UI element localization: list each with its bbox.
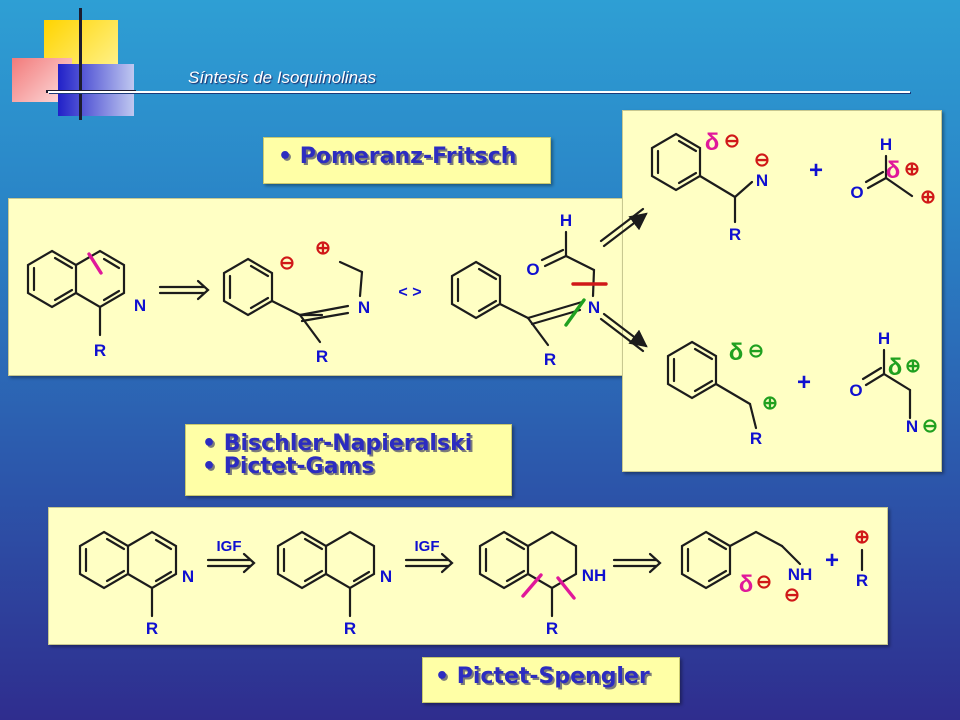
label-pictet-spengler: • Pictet-Spengler — [422, 657, 680, 703]
atom-n-1: N — [134, 296, 146, 315]
fragment-structure-1 — [222, 257, 364, 344]
igf-label-2: IGF — [415, 538, 440, 555]
panel-bischler-reaction — [48, 507, 888, 645]
atom-n-lower: N — [906, 417, 918, 436]
atom-r-upper: R — [729, 225, 741, 244]
atom-r-3: R — [544, 350, 556, 369]
isoquinoline-structure-1 — [26, 249, 126, 337]
minus-row2-a: ⊖ — [756, 572, 772, 593]
atom-r-row2-2: R — [344, 619, 356, 638]
plus-lower-left: ⊕ — [762, 393, 778, 414]
atom-nh-row2-3: NH — [582, 566, 607, 585]
atom-h-upper: H — [880, 135, 892, 154]
atom-o-upper: O — [850, 183, 863, 202]
atom-o-1: O — [526, 260, 539, 279]
atom-h-1: H — [560, 211, 572, 230]
panel-fragments — [622, 110, 942, 472]
minus-n-lower: ⊖ — [922, 416, 938, 437]
plus-sign-row2: + — [825, 547, 839, 574]
delta-row2: δ — [739, 571, 754, 598]
plus-upper-right: ⊕ — [904, 159, 920, 180]
phenethylamine-structure — [680, 530, 802, 590]
panel-pomeranz-reaction — [8, 198, 632, 376]
minus-lower-left: ⊖ — [748, 341, 764, 362]
atom-n-row2-1: N — [182, 567, 194, 586]
delta-upper-right: δ — [886, 157, 901, 184]
atom-nh-row2-4: NH — [788, 565, 813, 584]
atom-r-lower: R — [750, 429, 762, 448]
fragment-lower-right — [861, 348, 912, 420]
title-rule — [48, 91, 910, 93]
plus-lower-right: ⊕ — [905, 356, 921, 377]
label-bischler-pictet: • Bischler-Napieralski • Pictet-Gams — [185, 424, 512, 496]
method-pictet-gams: • Pictet-Gams — [202, 454, 375, 479]
delta-upper-left: δ — [705, 129, 720, 156]
minus-n-upper: ⊖ — [754, 150, 770, 171]
atom-r-row2-1: R — [146, 619, 158, 638]
method-bischler-napieralski: • Bischler-Napieralski — [202, 431, 473, 456]
tetrahydroisoquinoline-structure — [478, 530, 578, 618]
label-pomeranz-fritsch: • Pomeranz-Fritsch — [263, 137, 551, 184]
atom-n-upper: N — [756, 171, 768, 190]
atom-r-2: R — [316, 347, 328, 366]
atom-r-1: R — [94, 341, 106, 360]
atom-r-row2-5: R — [856, 571, 868, 590]
plus-carbon-upper: ⊕ — [920, 187, 936, 208]
minus-row2-nh: ⊖ — [784, 585, 800, 606]
atom-n-2: N — [358, 298, 370, 317]
dihydroisoquinoline-structure — [276, 530, 376, 618]
method-pictet-spengler: • Pictet-Spengler — [435, 664, 650, 689]
slide-title: Síntesis de Isoquinolinas — [188, 68, 377, 87]
igf-label-1: IGF — [217, 538, 242, 555]
fragment-upper-left — [650, 132, 754, 224]
amine-acetal-structure — [450, 230, 596, 347]
delta-lower-right: δ — [888, 354, 903, 381]
plus-sign-lower: + — [797, 369, 811, 396]
atom-r-row2-3: R — [546, 619, 558, 638]
charge-minus-1: ⊖ — [279, 253, 295, 274]
charge-plus-1: ⊕ — [315, 238, 331, 259]
isoquinoline-structure-2 — [78, 530, 178, 618]
atom-n-3: N — [588, 298, 600, 317]
deco-vertical-line — [79, 8, 82, 120]
atom-o-lower: O — [849, 381, 862, 400]
fragment-upper-right — [864, 154, 914, 198]
method-pomeranz-fritsch: • Pomeranz-Fritsch — [278, 144, 517, 169]
plus-sign-upper: + — [809, 157, 823, 184]
resonance-arrow: < > — [398, 284, 421, 301]
atom-n-row2-2: N — [380, 567, 392, 586]
atom-h-lower: H — [878, 329, 890, 348]
minus-upper-left: ⊖ — [724, 131, 740, 152]
fragment-lower-left — [666, 340, 758, 430]
plus-row2-r: ⊕ — [854, 527, 870, 548]
delta-lower-left: δ — [729, 339, 744, 366]
